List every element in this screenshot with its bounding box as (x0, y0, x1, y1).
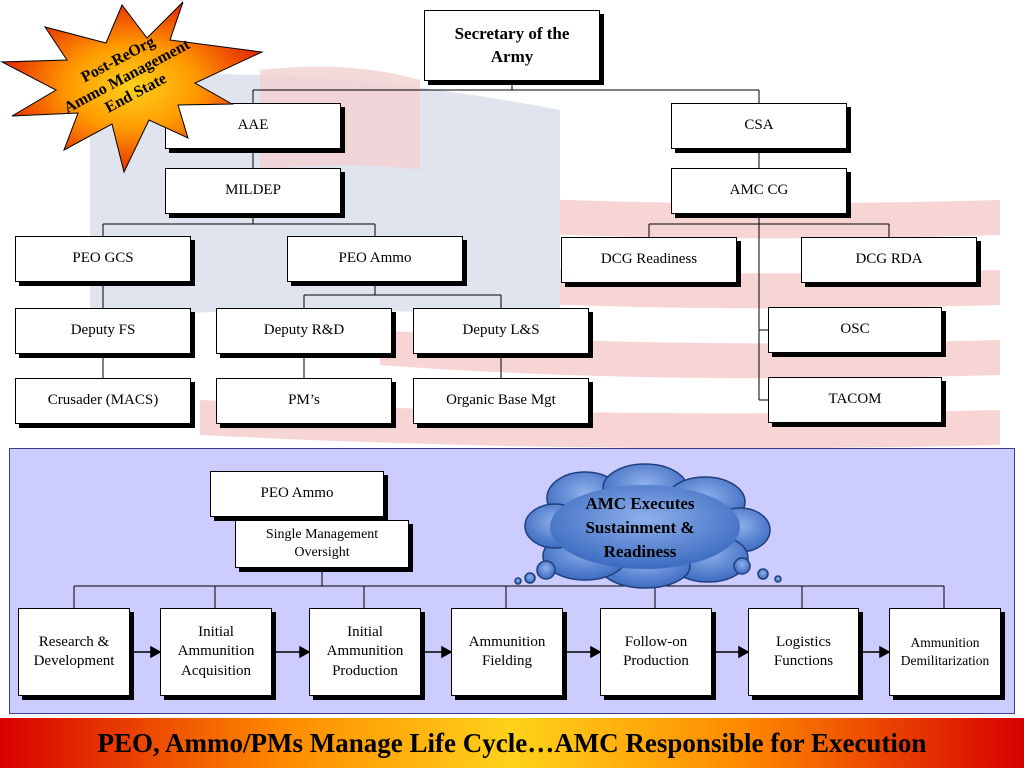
secretary-of-the-army-box: Secretary of the Army (424, 10, 600, 81)
dcg-rda-box: DCG RDA (801, 237, 977, 283)
osc-box: OSC (768, 307, 942, 353)
phase-initial-ammunition-acquisition: Initial Ammunition Acquisition (160, 608, 272, 696)
phase-ammunition-fielding: Ammunition Fielding (451, 608, 563, 696)
mildep-box: MILDEP (165, 168, 341, 214)
phase-logistics-functions: Logistics Functions (748, 608, 859, 696)
starburst-badge (0, 1, 264, 174)
thought-cloud (514, 463, 782, 589)
pms-box: PM’s (216, 378, 392, 424)
organic-base-mgt-box: Organic Base Mgt (413, 378, 589, 424)
banner-text: PEO, Ammo/PMs Manage Life Cycle…AMC Resp… (97, 727, 927, 758)
dcg-readiness-box: DCG Readiness (561, 237, 737, 283)
deputy-fs-box: Deputy FS (15, 308, 191, 354)
csa-box: CSA (671, 103, 847, 149)
deputy-rd-box: Deputy R&D (216, 308, 392, 354)
cloud-line: Sustainment & (585, 518, 695, 537)
peo-gcs-box: PEO GCS (15, 236, 191, 282)
cloud-line: AMC Executes (585, 494, 695, 513)
lifecycle-peo-ammo-box: PEO Ammo (210, 471, 384, 517)
amc-cg-box: AMC CG (671, 168, 847, 214)
tacom-box: TACOM (768, 377, 942, 423)
phase-ammunition-demilitarization: Ammunition Demilitarization (889, 608, 1001, 696)
cloud-text: AMC Executes Sustainment & Readiness (560, 492, 720, 564)
bottom-banner: PEO, Ammo/PMs Manage Life Cycle…AMC Resp… (0, 718, 1024, 768)
phase-research-development: Research & Development (18, 608, 130, 696)
crusader-macs-box: Crusader (MACS) (15, 378, 191, 424)
phase-initial-ammunition-production: Initial Ammunition Production (309, 608, 421, 696)
phase-follow-on-production: Follow-on Production (600, 608, 712, 696)
peo-ammo-box: PEO Ammo (287, 236, 463, 282)
deputy-ls-box: Deputy L&S (413, 308, 589, 354)
single-management-oversight-box: Single Management Oversight (235, 520, 409, 568)
aae-box: AAE (165, 103, 341, 149)
cloud-line: Readiness (603, 542, 677, 561)
